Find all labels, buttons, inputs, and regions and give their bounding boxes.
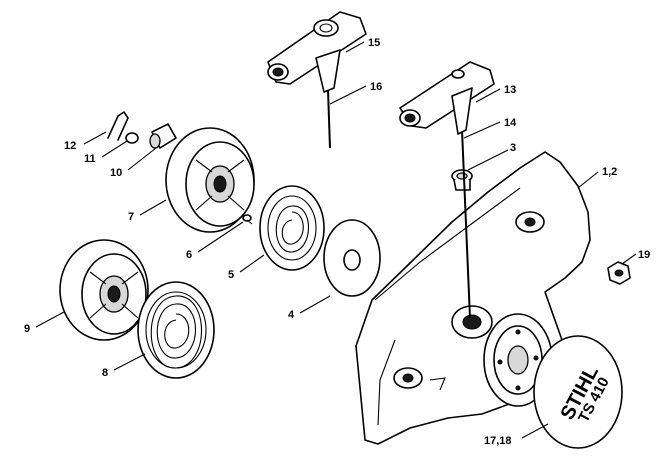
leader-lines (35, 41, 637, 439)
callout-14: 14 (504, 117, 517, 129)
starter-grip-right (399, 61, 495, 135)
leader-6 (197, 221, 244, 253)
leader-19 (621, 253, 637, 265)
rewind-spring-lower (137, 281, 215, 379)
screw (242, 214, 253, 225)
leader-3 (467, 149, 509, 171)
callout-8: 8 (102, 367, 108, 379)
callout-17-18: 17,18 (484, 435, 512, 447)
small-washer (125, 132, 139, 144)
starter-rope-right (461, 129, 471, 319)
callout-labels: 1,2 3 4 5 6 7 8 9 10 11 12 13 14 15 16 1… (24, 37, 650, 447)
callout-6: 6 (186, 249, 192, 261)
rewind-spring-upper (259, 185, 325, 271)
large-washer (323, 219, 381, 297)
leader-11 (101, 140, 128, 158)
leader-8 (113, 353, 146, 371)
leader-15 (345, 41, 365, 53)
callout-13: 13 (504, 84, 516, 96)
leader-7 (139, 199, 167, 216)
rope-rotor-top (165, 127, 255, 233)
callout-10: 10 (110, 167, 122, 179)
fan-housing (355, 151, 591, 445)
rope-clip (107, 111, 129, 141)
callout-9: 9 (24, 323, 30, 335)
callout-7: 7 (128, 211, 134, 223)
callout-5: 5 (228, 269, 234, 281)
logo-cap: STIHL TS 410 (533, 335, 623, 449)
rope-guide-bush (451, 169, 473, 191)
leader-13 (475, 88, 501, 103)
starter-rope-left (327, 89, 331, 149)
callout-15: 15 (368, 37, 380, 49)
callout-16: 16 (370, 81, 382, 93)
leader-1-2 (577, 171, 599, 189)
leader-16 (329, 85, 367, 105)
callout-3: 3 (510, 142, 516, 154)
leader-10 (127, 147, 157, 171)
callout-11: 11 (84, 153, 96, 165)
callout-12: 12 (64, 140, 76, 152)
callout-1-2: 1,2 (602, 166, 617, 178)
rope-rotor-lower (59, 239, 149, 341)
callout-19: 19 (638, 249, 650, 261)
hex-nut (607, 261, 631, 285)
leader-17-18 (521, 423, 549, 439)
sleeve (149, 123, 177, 149)
leader-4 (299, 295, 331, 314)
starter-grip-left (267, 11, 367, 93)
leader-14 (463, 121, 501, 139)
leader-12 (83, 131, 107, 145)
leader-5 (239, 254, 265, 273)
leader-9 (35, 311, 65, 328)
callout-4: 4 (288, 309, 295, 321)
